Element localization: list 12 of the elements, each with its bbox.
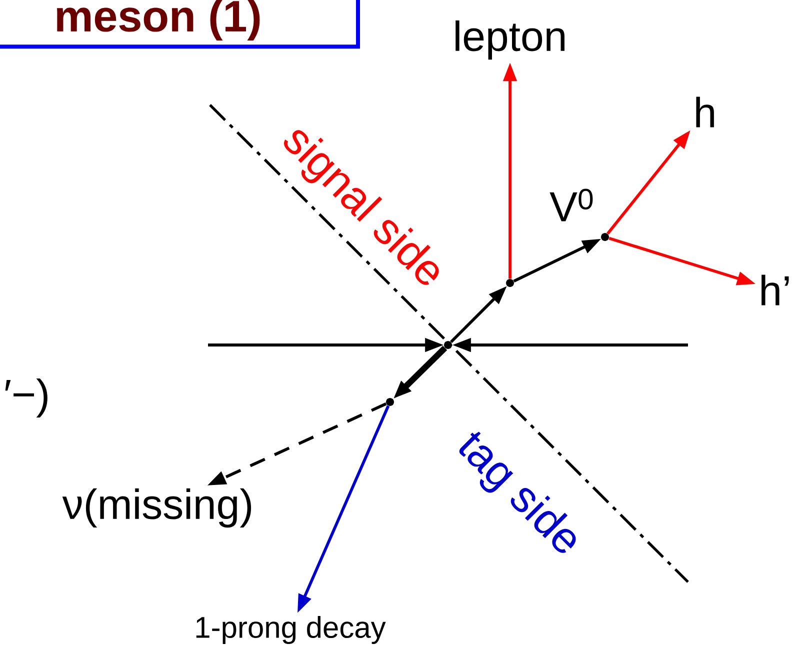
vertex-point bbox=[386, 398, 394, 406]
particle-label: lepton bbox=[456, 20, 564, 60]
particle-label: ν(missing) bbox=[62, 488, 252, 528]
edge-label: V$^{0}$ bbox=[548, 187, 596, 223]
side-label: tag side bbox=[459, 432, 576, 553]
partial-label: ′−) bbox=[5, 378, 48, 418]
vertex-point bbox=[506, 279, 514, 287]
vertex-point bbox=[444, 341, 452, 349]
particle-label: h’ bbox=[762, 274, 789, 306]
vertex-point bbox=[601, 233, 609, 241]
particle-label: h bbox=[696, 96, 714, 128]
decay-label: 1-prong decay bbox=[196, 616, 386, 644]
